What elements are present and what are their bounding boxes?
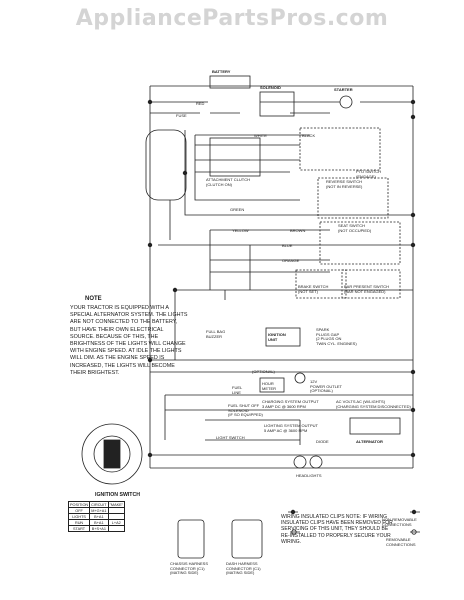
label-wire-brown: BROWN: [290, 228, 306, 233]
label-battery: BATTERY: [212, 69, 231, 74]
attachment-clutch-block: [209, 137, 261, 177]
label-ac-volts: AC VOLTS AC (W/LIGHTS) (CHARGING SYSTEM …: [336, 399, 411, 409]
alternator-coil: [349, 417, 401, 435]
label-bar-present: BAR PRESENT SWITCH (BAR NOT ENGAGED): [344, 284, 390, 294]
label-starter: STARTER: [334, 87, 353, 92]
chassis-connector: [177, 519, 205, 559]
ignition-switch-diagram: [145, 129, 187, 201]
label-headlights: HEADLIGHTS: [296, 473, 322, 478]
label-chassis-harness: CHASSIS HARNESS CONNECTOR (C1) (MATING S…: [170, 561, 209, 576]
starter-motor: [339, 95, 353, 109]
ignition-unit-box: [265, 327, 301, 347]
label-ignition-unit: IGNITION UNIT: [268, 332, 286, 342]
seat-switch-box: [319, 221, 401, 265]
bar-present-box: [341, 269, 401, 299]
label-seat-switch: SEAT SWITCH (NOT OCCUPIED): [338, 223, 372, 233]
legend-removable: REMOVABLE CONNECTIONS: [386, 537, 416, 547]
wiring-insulated-clips-note: WIRING INSULATED CLIPS NOTE: IF WIRING I…: [281, 514, 393, 545]
label-fuel-shutoff: FUEL SHUT OFF SOLENOID (IF SO EQUIPPED): [228, 403, 263, 418]
label-wire-red: RED: [196, 101, 205, 106]
table-cell: B+S+A1: [89, 525, 109, 532]
headlight-right: [309, 455, 323, 469]
label-wire-yellow: YELLOW: [232, 228, 249, 233]
label-reverse-switch: REVERSE SWITCH (NOT IN REVERSE): [326, 179, 363, 189]
label-lighting-output: LIGHTING SYSTEM OUTPUT 5 AMP AC @ 3600 R…: [264, 423, 319, 433]
label-wire-white: WHITE: [254, 133, 267, 138]
dash-connector: [231, 519, 263, 559]
brake-switch-box: [295, 269, 347, 299]
watermark: AppliancePartsPros.com: [75, 6, 389, 31]
legend-non-removable: NON-REMOVABLE CONNECTIONS: [382, 517, 417, 527]
ignition-switch-face-outer: [81, 423, 143, 485]
label-light-switch: LIGHT SWITCH: [216, 435, 245, 440]
table-cell: [107, 525, 126, 532]
label-fuse: FUSE: [176, 113, 187, 118]
table-row: START B+S+A1: [67, 525, 126, 532]
label-solenoid: SOLENOID: [260, 85, 281, 90]
label-pto-switch: PTO SWITCH (ENGAGE): [356, 169, 382, 179]
table-cell: START: [67, 525, 91, 532]
label-diode: DIODE: [316, 439, 329, 444]
solenoid-block: [259, 91, 295, 117]
pto-switch-box: [299, 127, 381, 171]
hour-meter-box: [259, 377, 285, 393]
ignition-switch-table: POSITION CIRCUIT "MAKE" OFF M+G+A1 LIGHT…: [67, 501, 126, 532]
label-full-bag: FULL BAG BUZZER: [206, 329, 226, 339]
label-wire-black: BLACK: [302, 133, 316, 138]
note-title: NOTE: [85, 296, 102, 302]
label-wire-blue: BLUE: [282, 243, 293, 248]
label-dash-harness: DASH HARNESS CONNECTOR (C1) (MATING SIDE…: [226, 561, 261, 576]
label-alternator: ALTERNATOR: [356, 439, 383, 444]
note-text: YOUR TRACTOR IS EQUIPPED WITH A SPECIAL …: [70, 305, 188, 376]
label-wire-green: GREEN: [230, 207, 245, 212]
label-fuel-line: FUEL LINE: [232, 385, 243, 395]
main-bus-wire: [149, 85, 414, 469]
label-hour-meter: HOUR METER: [262, 381, 276, 391]
label-brake-switch: BRAKE SWITCH (NOT SET): [298, 284, 329, 294]
label-power-outlet: 12V POWER OUTLET (OPTIONAL): [310, 379, 343, 394]
label-attachment-clutch: ATTACHMENT CLUTCH (CLUTCH ON): [206, 177, 250, 187]
label-charging-output: CHARGING SYSTEM OUTPUT 3 AMP DC @ 3600 R…: [262, 399, 319, 409]
label-spark-plugs: SPARK PLUGS GAP (2 PLUGS ON TWIN CYL. EN…: [316, 327, 357, 346]
ignition-switch-face-inner: [93, 435, 131, 473]
label-optional: (OPTIONAL): [252, 369, 275, 374]
label-wire-orange: ORANGE: [282, 258, 300, 263]
ignition-switch-title: IGNITION SWITCH: [95, 492, 140, 498]
battery-symbol: [209, 75, 251, 89]
power-outlet: [294, 372, 306, 384]
headlight-left: [293, 455, 307, 469]
reverse-switch-box: [317, 177, 389, 219]
